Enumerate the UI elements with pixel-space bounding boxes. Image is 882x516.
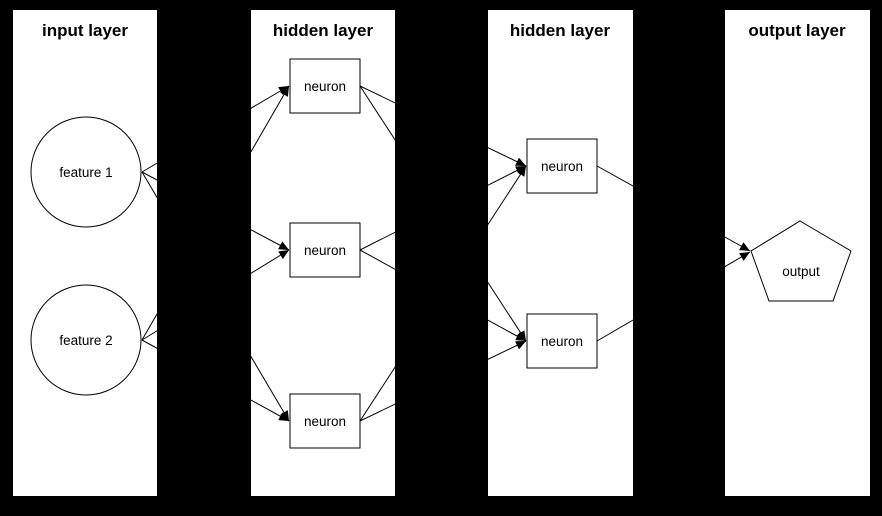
edge-feature1-h1n2 xyxy=(141,171,290,251)
edge-feature2-h1n1 xyxy=(141,85,290,341)
edge-feature1-h1n1 xyxy=(141,85,290,173)
edge-h1n3-h2n1 xyxy=(359,165,527,422)
layer-title-input: input layer xyxy=(42,21,128,40)
edge-h2n1-output xyxy=(596,165,751,252)
h1n2-box xyxy=(289,222,361,278)
node-h1n1: neuron xyxy=(289,58,361,114)
edge-feature2-h1n3 xyxy=(141,339,290,422)
node-h1n2: neuron xyxy=(289,222,361,278)
feature2-label: feature 2 xyxy=(59,333,112,348)
h2n2-box xyxy=(526,313,598,369)
h1n3-label: neuron xyxy=(304,414,346,429)
node-h2n2: neuron xyxy=(526,313,598,369)
node-output: output xyxy=(750,220,852,302)
layer-panel-hidden2: hidden layer xyxy=(488,10,633,496)
panel-rect-input xyxy=(13,10,157,496)
h2n2-label: neuron xyxy=(541,334,583,349)
feature1-label: feature 1 xyxy=(59,165,112,180)
edge-h1n1-h2n1 xyxy=(359,85,527,167)
edge-feature2-h1n2 xyxy=(141,249,290,341)
panel-rect-hidden2 xyxy=(488,10,633,496)
h1n3-box xyxy=(289,393,361,449)
edge-h1n3-h2n2 xyxy=(359,340,527,422)
output-label: output xyxy=(782,264,820,279)
node-h1n3: neuron xyxy=(289,393,361,449)
node-feature1: feature 1 xyxy=(30,116,142,228)
edge-h1n2-h2n2 xyxy=(359,249,527,342)
feature1-circle xyxy=(30,116,142,228)
h1n1-label: neuron xyxy=(304,79,346,94)
layer-title-output: output layer xyxy=(748,21,846,40)
feature2-circle xyxy=(30,284,142,396)
node-feature2: feature 2 xyxy=(30,284,142,396)
edges xyxy=(141,85,751,422)
h1n1-box xyxy=(289,58,361,114)
edge-feature1-h1n3 xyxy=(141,171,290,422)
edge-h2n2-output xyxy=(596,251,751,342)
layer-panel-input: input layer xyxy=(13,10,157,496)
output-pentagon xyxy=(750,220,852,302)
layer-title-hidden2: hidden layer xyxy=(510,21,611,40)
layer-title-hidden1: hidden layer xyxy=(273,21,374,40)
h2n1-box xyxy=(526,138,598,194)
h2n1-label: neuron xyxy=(541,159,583,174)
h1n2-label: neuron xyxy=(304,243,346,258)
edge-h1n1-h2n2 xyxy=(359,85,527,342)
node-h2n1: neuron xyxy=(526,138,598,194)
edge-h1n2-h2n1 xyxy=(359,165,527,251)
